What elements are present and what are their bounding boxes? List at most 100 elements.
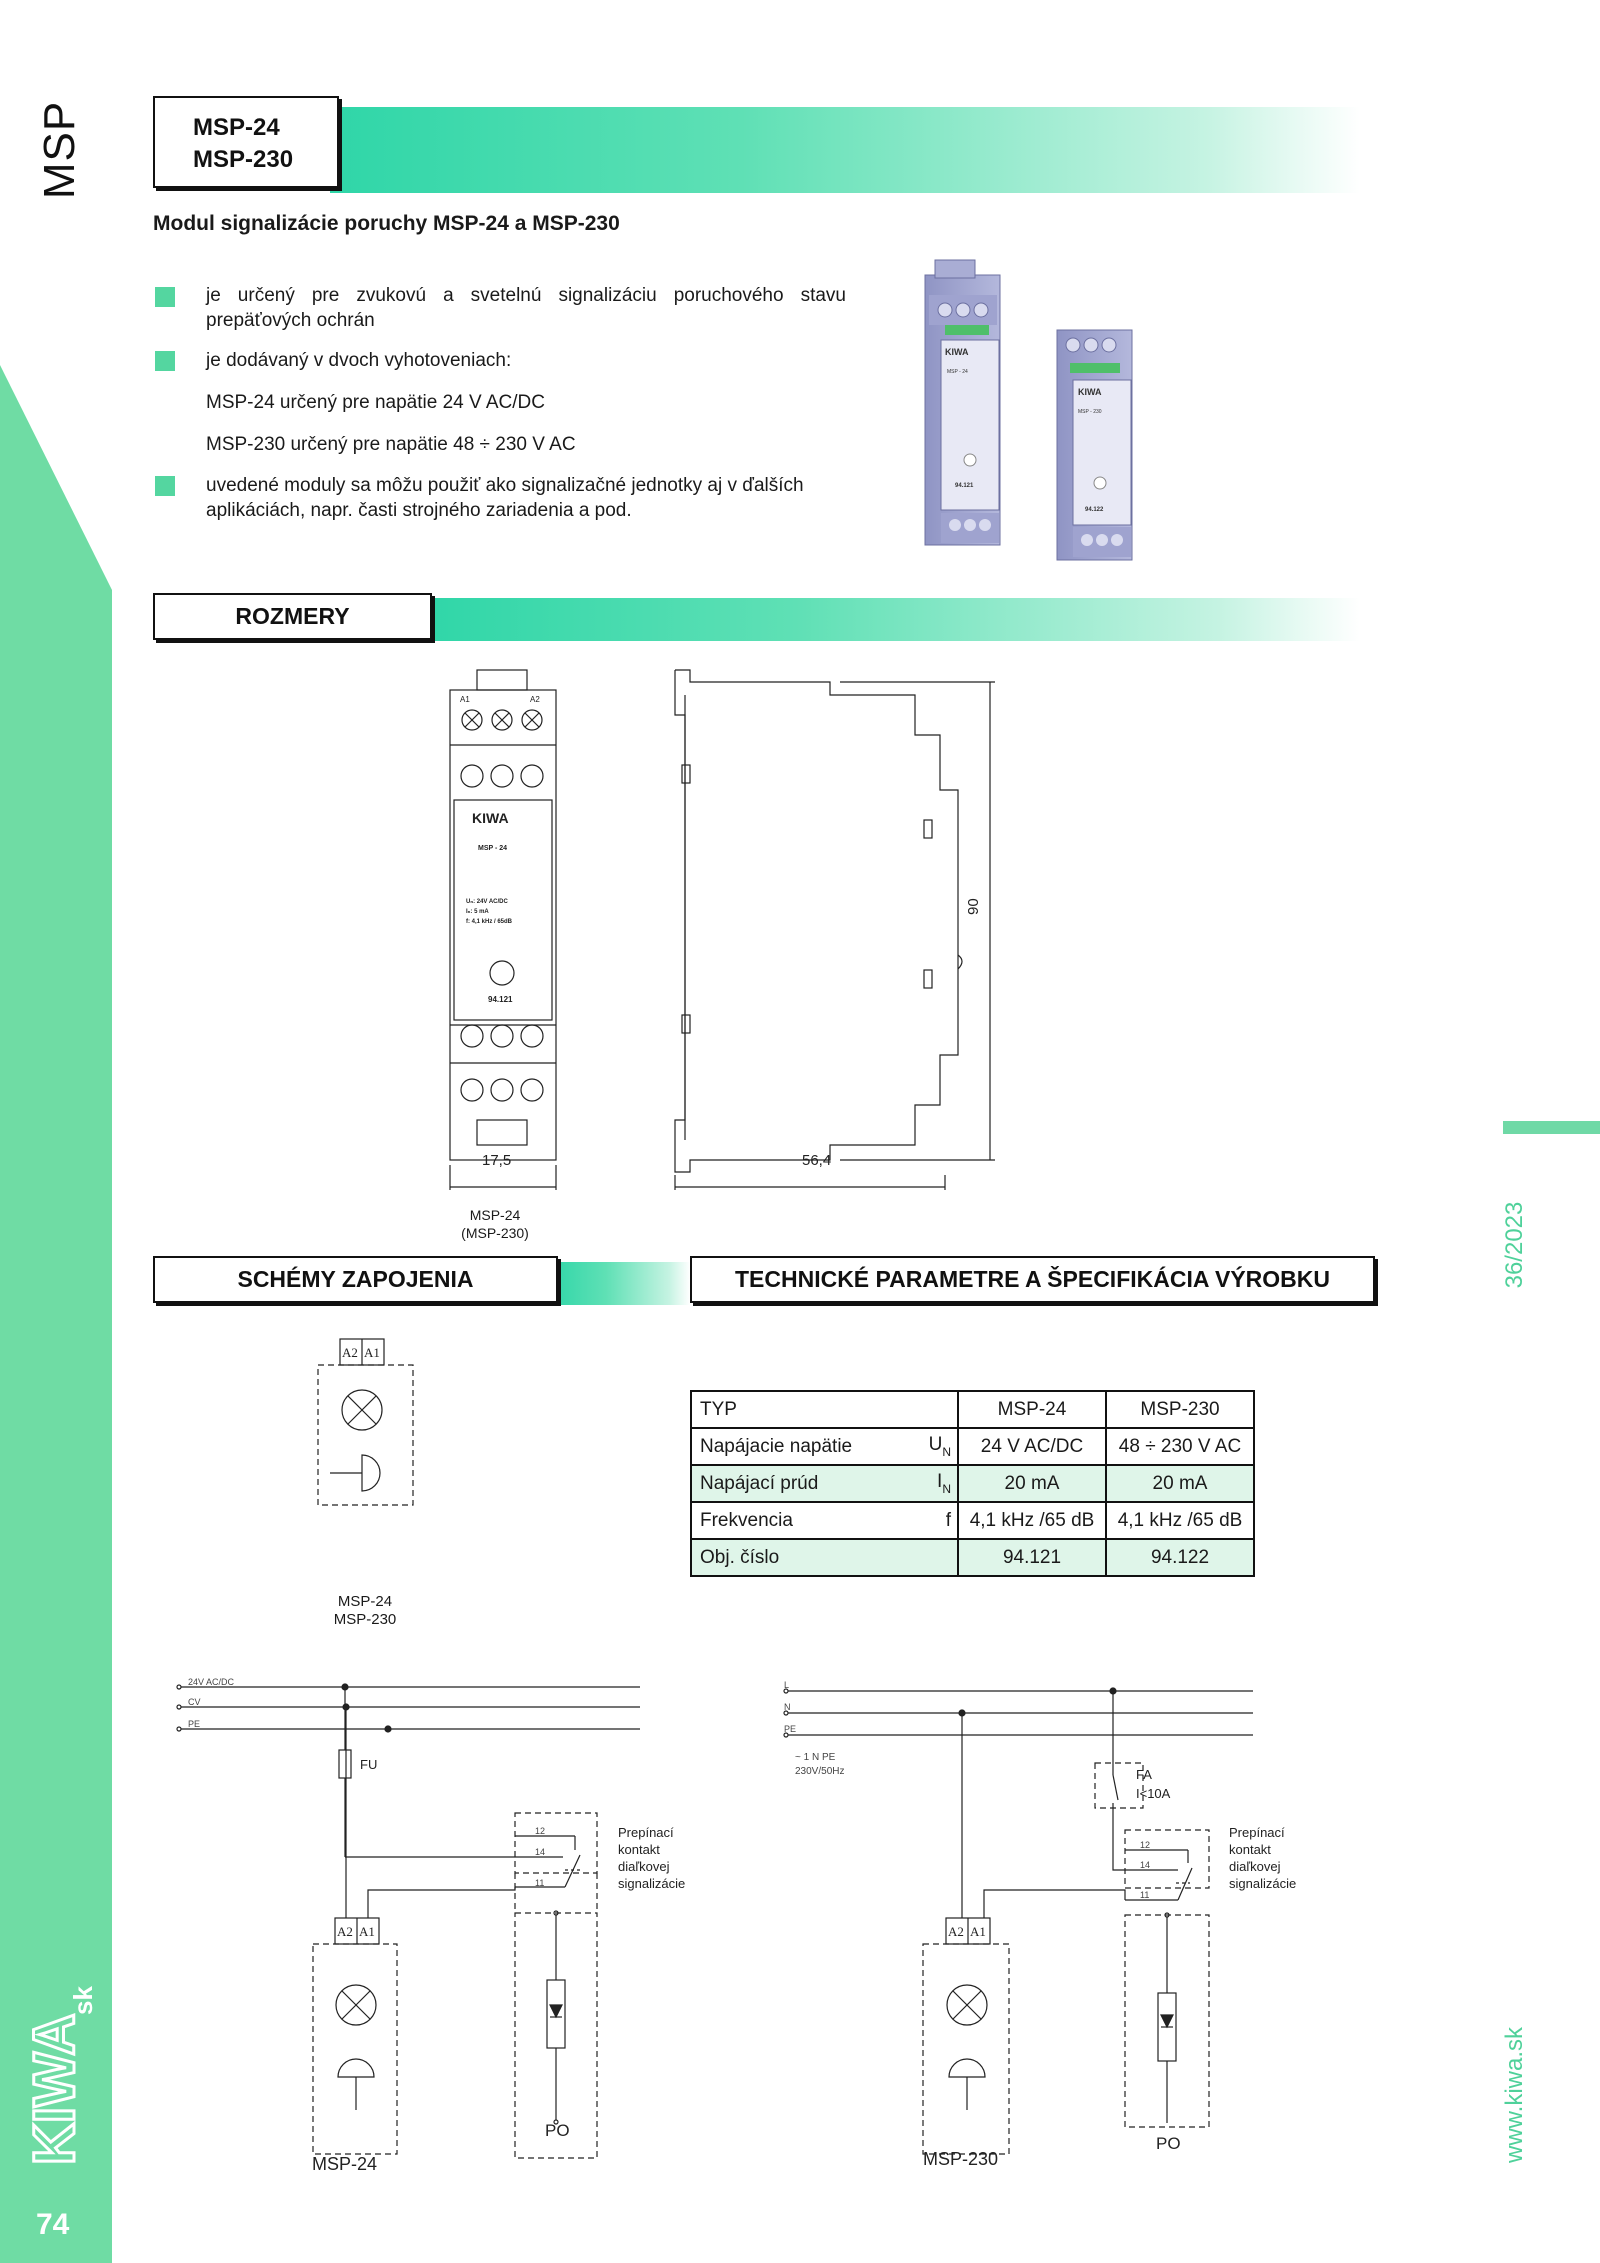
- photo-model-1: MSP - 24: [947, 369, 968, 375]
- variant-text-1: MSP-24 určený pre napätie 24 V AC/DC: [206, 392, 546, 413]
- photo-order-1: 94.121: [955, 483, 974, 489]
- contact-label-r2: kontakt: [1229, 1842, 1271, 1857]
- row-value-msp230: 4,1 kHz /65 dB: [1105, 1501, 1255, 1540]
- small-caption-1: MSP-24: [337, 1593, 393, 1610]
- row-label: Frekvencia: [690, 1501, 921, 1540]
- contact-label-3: diaľkovej: [618, 1859, 670, 1874]
- right-accent-bar: [1503, 1121, 1600, 1134]
- row-symbol: UN: [920, 1427, 960, 1466]
- po-label-r: PO: [1156, 2134, 1181, 2153]
- header-msp230: MSP-230: [1105, 1390, 1255, 1429]
- wiring-diagram-msp24: 24V AC/DC CV PE FU 12 14 11 Prepínací ko…: [176, 1677, 685, 2174]
- front-label-order: 94.121: [488, 995, 513, 1004]
- rozmery-banner: [420, 598, 1360, 641]
- contact-label-r3: diaľkovej: [1229, 1859, 1281, 1874]
- supply-label-1: ~ 1 N PE: [795, 1752, 836, 1763]
- row-symbol: [920, 1538, 960, 1577]
- product-photo: KIWA MSP - 24 94.121 KIWA MSP - 230 94.1…: [924, 259, 1133, 561]
- title-line-1: MSP-24: [193, 114, 280, 141]
- row-symbol: IN: [920, 1464, 960, 1503]
- table-row: Napájacie napätie UN 24 V AC/DC 48 ÷ 230…: [690, 1427, 1255, 1466]
- photo-brand-2: KIWA: [1078, 387, 1102, 397]
- dimension-caption: MSP-24 (MSP-230): [440, 1206, 550, 1242]
- module-a2: A2: [337, 1924, 353, 1939]
- bus-label-3: PE: [188, 1719, 200, 1729]
- issue-date: 36/2023: [1501, 1201, 1528, 1289]
- table-header-row: TYP MSP-24 MSP-230: [690, 1390, 1255, 1429]
- fuse-label: FU: [360, 1757, 377, 1772]
- front-label-model: MSP - 24: [478, 845, 507, 852]
- terminal-a1-label: A1: [460, 695, 470, 704]
- row-value-msp230: 94.122: [1105, 1538, 1255, 1577]
- section-title-rozmery: ROZMERY: [153, 593, 432, 640]
- small-schematic: A2 A1: [317, 1338, 414, 1506]
- front-label-f: f: 4,1 kHz / 65dB: [466, 919, 513, 925]
- caption-line-1: MSP-24: [469, 1207, 521, 1223]
- row-value-msp24: 4,1 kHz /65 dB: [957, 1501, 1107, 1540]
- module-label-r: MSP-230: [923, 2149, 998, 2169]
- row-value-msp24: 20 mA: [957, 1464, 1107, 1503]
- contact-11: 11: [535, 1878, 544, 1888]
- header-banner: [330, 107, 1360, 193]
- row-value-msp24: 94.121: [957, 1538, 1107, 1577]
- dim-depth: 56,4: [802, 1152, 831, 1169]
- row-label: Obj. číslo: [690, 1538, 921, 1577]
- front-label-brand: KIWA: [472, 810, 509, 826]
- bus-label-pe: PE: [784, 1724, 796, 1734]
- website-link[interactable]: www.kiwa.sk: [1501, 2026, 1528, 2164]
- contact-11-r: 11: [1140, 1890, 1149, 1900]
- supply-label-2: 230V/50Hz: [795, 1766, 844, 1777]
- contact-label-r4: signalizácie: [1229, 1876, 1296, 1891]
- module-a1-r: A1: [970, 1924, 986, 1939]
- page-subtitle: Modul signalizácie poruchy MSP-24 a MSP-…: [153, 212, 620, 235]
- bullet-text-3: uvedené moduly sa môžu použiť ako signal…: [206, 475, 804, 521]
- dimension-drawing: A1 A2 KIWA MSP - 24 Uₙ: 24V AC/DC Iₙ: 5 …: [449, 669, 995, 1190]
- contact-14-r: 14: [1140, 1860, 1150, 1870]
- small-a2: A2: [342, 1345, 358, 1360]
- row-symbol: f: [920, 1501, 960, 1540]
- dim-width: 17,5: [482, 1152, 511, 1169]
- bullet-marker: [155, 287, 175, 307]
- contact-12-r: 12: [1140, 1840, 1150, 1850]
- photo-order-2: 94.122: [1085, 507, 1104, 513]
- side-section-label: MSP: [35, 100, 84, 200]
- contact-label-r1: Prepínací: [1229, 1825, 1285, 1840]
- front-label-in: Iₙ: 5 mA: [466, 909, 489, 915]
- terminal-a2-label: A2: [530, 695, 540, 704]
- dim-height: 90: [965, 898, 982, 915]
- photo-brand-1: KIWA: [945, 347, 969, 357]
- module-a1: A1: [359, 1924, 375, 1939]
- title-line-2: MSP-230: [193, 146, 294, 173]
- breaker-label-1: FA: [1136, 1767, 1152, 1782]
- table-row: Napájací prúd IN 20 mA 20 mA: [690, 1464, 1255, 1503]
- bullet-text-2: je dodávaný v dvoch vyhotoveniach:: [206, 350, 512, 371]
- row-label: Napájacie napätie: [690, 1427, 921, 1466]
- product-title-box: MSP-24 MSP-230: [153, 96, 339, 188]
- header-typ: TYP: [690, 1390, 959, 1429]
- bus-label-1: 24V AC/DC: [188, 1677, 235, 1687]
- contact-12: 12: [535, 1826, 545, 1836]
- page-number: 74: [36, 2208, 70, 2241]
- row-value-msp230: 20 mA: [1105, 1464, 1255, 1503]
- contact-label-2: kontakt: [618, 1842, 660, 1857]
- wiring-diagram-msp230: L N PE ~ 1 N PE 230V/50Hz FA I<10A 12 14…: [783, 1680, 1296, 2169]
- header-msp24: MSP-24: [957, 1390, 1107, 1429]
- section-title-tech: TECHNICKÉ PARAMETRE A ŠPECIFIKÁCIA VÝROB…: [690, 1256, 1375, 1303]
- kiwa-logo: KIWA sk: [21, 1986, 99, 2167]
- po-label: PO: [545, 2121, 570, 2140]
- row-value-msp230: 48 ÷ 230 V AC: [1105, 1427, 1255, 1466]
- svg-text:KIWA: KIWA: [22, 2014, 87, 2165]
- schemy-banner: [550, 1262, 690, 1305]
- bullet-marker: [155, 476, 175, 496]
- photo-model-2: MSP - 230: [1078, 409, 1102, 415]
- variant-text-2: MSP-230 určený pre napätie 48 ÷ 230 V AC: [206, 434, 576, 455]
- small-a1: A1: [364, 1345, 380, 1360]
- bullet-text-1: je určený pre zvukovú a svetelnú signali…: [206, 285, 846, 331]
- caption-line-2: (MSP-230): [461, 1225, 529, 1241]
- front-label-un: Uₙ: 24V AC/DC: [466, 899, 509, 905]
- svg-text:sk: sk: [68, 1986, 98, 2015]
- table-row: Obj. číslo 94.121 94.122: [690, 1538, 1255, 1577]
- contact-label-4: signalizácie: [618, 1876, 685, 1891]
- bullet-marker: [155, 351, 175, 371]
- module-a2-r: A2: [948, 1924, 964, 1939]
